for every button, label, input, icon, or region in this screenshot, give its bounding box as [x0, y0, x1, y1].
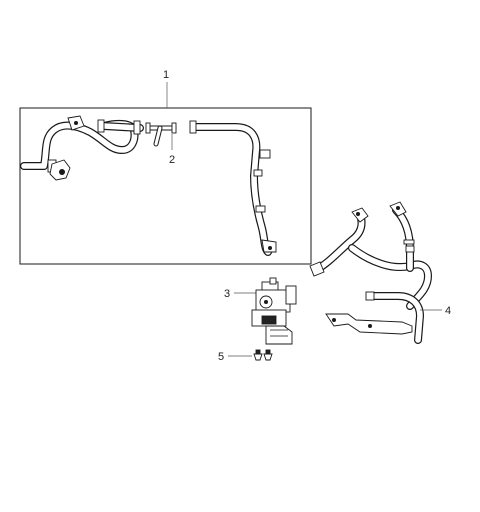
- assembly-frame: [19, 107, 312, 265]
- callout-5-label: 5: [218, 351, 224, 363]
- callout-3-label: 3: [224, 288, 230, 300]
- callout-2[interactable]: 2: [169, 134, 175, 166]
- callout-3[interactable]: 3: [224, 288, 256, 300]
- hose-fitting-part-2: [145, 122, 177, 147]
- right-coolant-hose: [189, 120, 277, 256]
- callout-4-label: 4: [445, 305, 451, 317]
- callout-4[interactable]: 4: [420, 305, 451, 317]
- callout-2-label: 2: [169, 154, 175, 166]
- coolant-pump-part-3: [251, 277, 297, 345]
- callout-1-label: 1: [163, 69, 169, 81]
- callout-1[interactable]: 1: [163, 69, 169, 108]
- fasteners-part-5: [253, 349, 273, 361]
- callout-5[interactable]: 5: [218, 351, 252, 363]
- coolant-hose-assembly-part-4: [309, 201, 432, 344]
- left-coolant-hose: [20, 115, 144, 181]
